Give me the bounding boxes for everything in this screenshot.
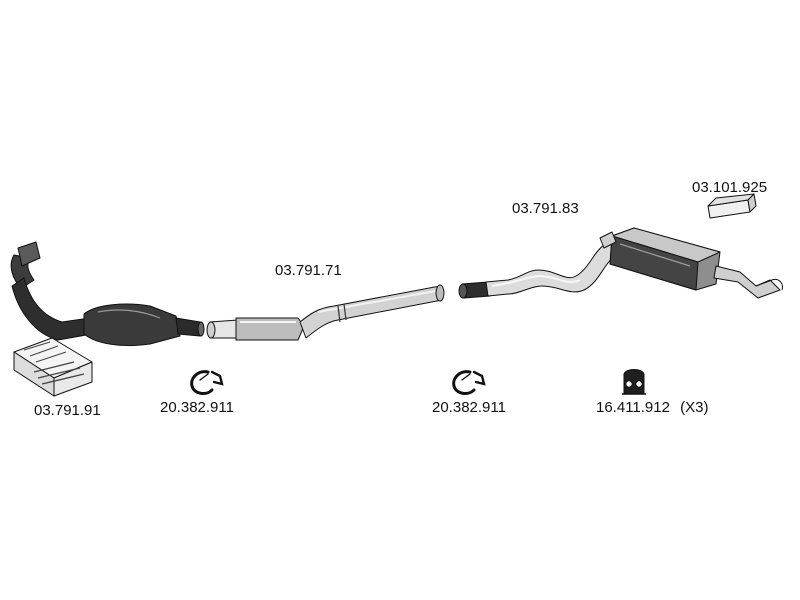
rubber-hanger-quantity: (X3) bbox=[680, 399, 709, 416]
middle-pipe-drawing bbox=[206, 284, 445, 341]
part-label-catalytic-converter: 03.791.91 bbox=[34, 402, 101, 419]
rubber-hanger-drawing bbox=[622, 369, 646, 395]
catalytic-converter-drawing bbox=[10, 241, 205, 347]
part-label-rubber-hanger: 16.411.912 (X3) bbox=[596, 400, 708, 415]
part-label-mounting-kit: 03.101.925 bbox=[692, 179, 768, 196]
mounting-kit-drawing bbox=[707, 193, 757, 219]
rubber-hanger-part-number: 16.411.912 bbox=[596, 399, 670, 416]
part-label-middle-pipe: 03.791.71 bbox=[275, 262, 342, 279]
part-label-rear-silencer: 03.791.83 bbox=[512, 200, 579, 217]
catalytic-kit-box-drawing bbox=[13, 337, 93, 397]
front-pipe-clamp-drawing bbox=[190, 370, 224, 395]
part-label-front-pipe-clamp: 20.382.911 bbox=[160, 399, 234, 416]
rear-silencer-drawing bbox=[458, 227, 783, 299]
part-label-rear-pipe-clamp: 20.382.911 bbox=[432, 399, 506, 416]
rear-pipe-clamp-drawing bbox=[452, 370, 486, 395]
